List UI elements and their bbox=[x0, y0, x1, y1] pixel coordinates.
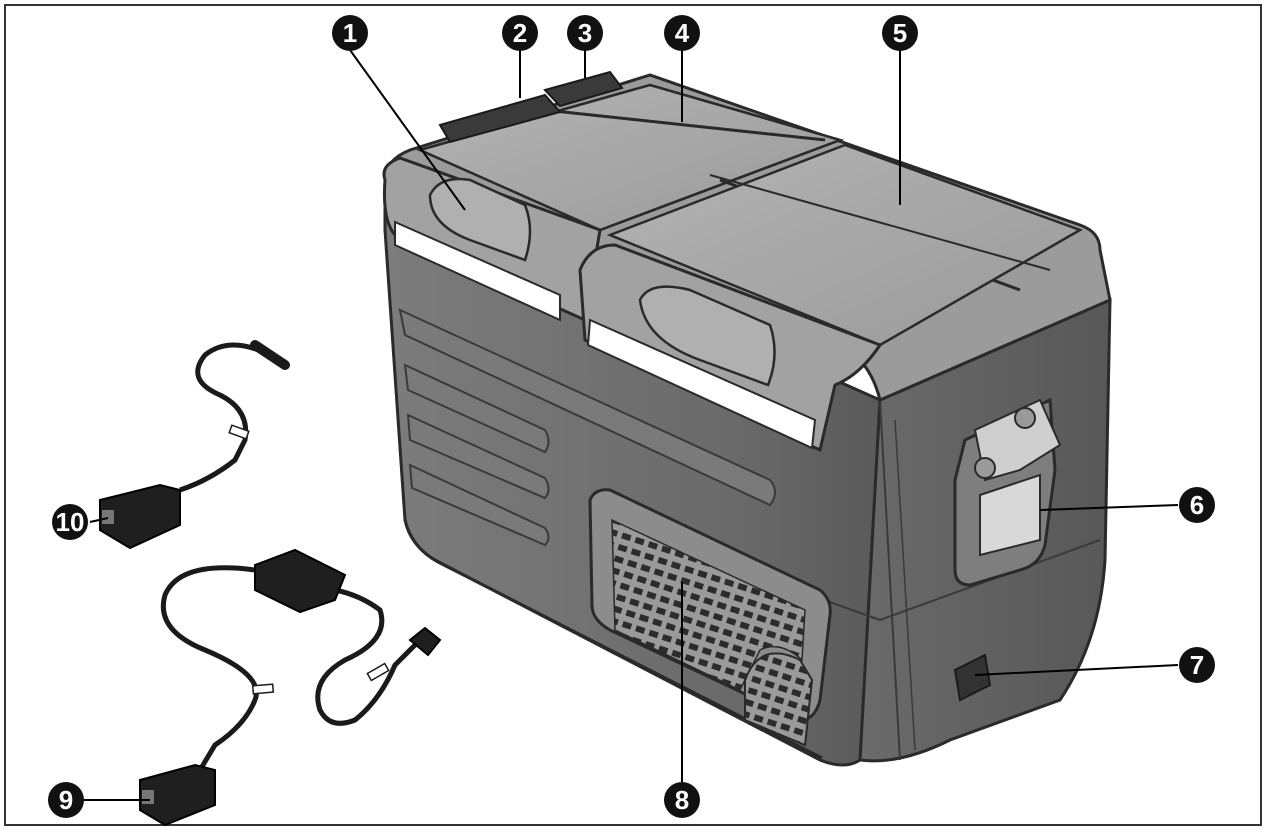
ac-connector bbox=[139, 763, 216, 827]
power-adapter bbox=[254, 548, 347, 614]
callout-7: 7 bbox=[1179, 647, 1215, 683]
diagram-frame bbox=[4, 4, 1262, 826]
callout-number: 10 bbox=[56, 507, 85, 537]
right-lid-handle bbox=[638, 285, 776, 387]
callout-3: 3 bbox=[567, 15, 603, 51]
callout-6: 6 bbox=[1179, 487, 1215, 523]
callout-circle bbox=[332, 15, 368, 51]
callout-circle bbox=[567, 15, 603, 51]
callout-circle bbox=[502, 15, 538, 51]
dc-connector bbox=[99, 483, 181, 550]
callout-number: 8 bbox=[675, 785, 689, 815]
front-ribs bbox=[398, 308, 776, 547]
dc-cable bbox=[179, 340, 290, 493]
callout-circle bbox=[52, 504, 88, 540]
callout-9: 9 bbox=[48, 782, 84, 818]
callout-5: 5 bbox=[882, 15, 918, 51]
callout-circle bbox=[664, 782, 700, 818]
callout-number: 3 bbox=[578, 18, 592, 48]
callout-number: 1 bbox=[343, 18, 357, 48]
callout-1: 1 bbox=[332, 15, 368, 51]
lid-front-edge bbox=[382, 156, 883, 453]
callout-circle bbox=[1179, 647, 1215, 683]
side-port bbox=[953, 653, 992, 702]
callout-2: 2 bbox=[502, 15, 538, 51]
leader-lines bbox=[70, 48, 1179, 801]
callout-number: 9 bbox=[59, 785, 73, 815]
callout-10: 10 bbox=[52, 504, 88, 540]
callout-number: 2 bbox=[513, 18, 527, 48]
callout-number: 6 bbox=[1190, 490, 1204, 520]
ac-plug bbox=[408, 626, 442, 657]
ac-cable bbox=[160, 565, 422, 772]
right-lid bbox=[606, 143, 1083, 347]
side-handle bbox=[953, 397, 1062, 587]
callout-4: 4 bbox=[664, 15, 700, 51]
fridge-lid bbox=[383, 70, 1112, 403]
callout-circle bbox=[1179, 487, 1215, 523]
callout-number: 5 bbox=[893, 18, 907, 48]
left-lid-handle bbox=[428, 177, 532, 262]
callout-number: 4 bbox=[675, 18, 690, 48]
callout-number: 7 bbox=[1190, 650, 1204, 680]
callout-circle bbox=[48, 782, 84, 818]
callout-circle bbox=[882, 15, 918, 51]
vent-panel bbox=[588, 488, 832, 747]
callout-8: 8 bbox=[664, 782, 700, 818]
callout-circle bbox=[664, 15, 700, 51]
callouts: 1 2 3 4 5 6 7 8 9 10 bbox=[48, 15, 1215, 818]
